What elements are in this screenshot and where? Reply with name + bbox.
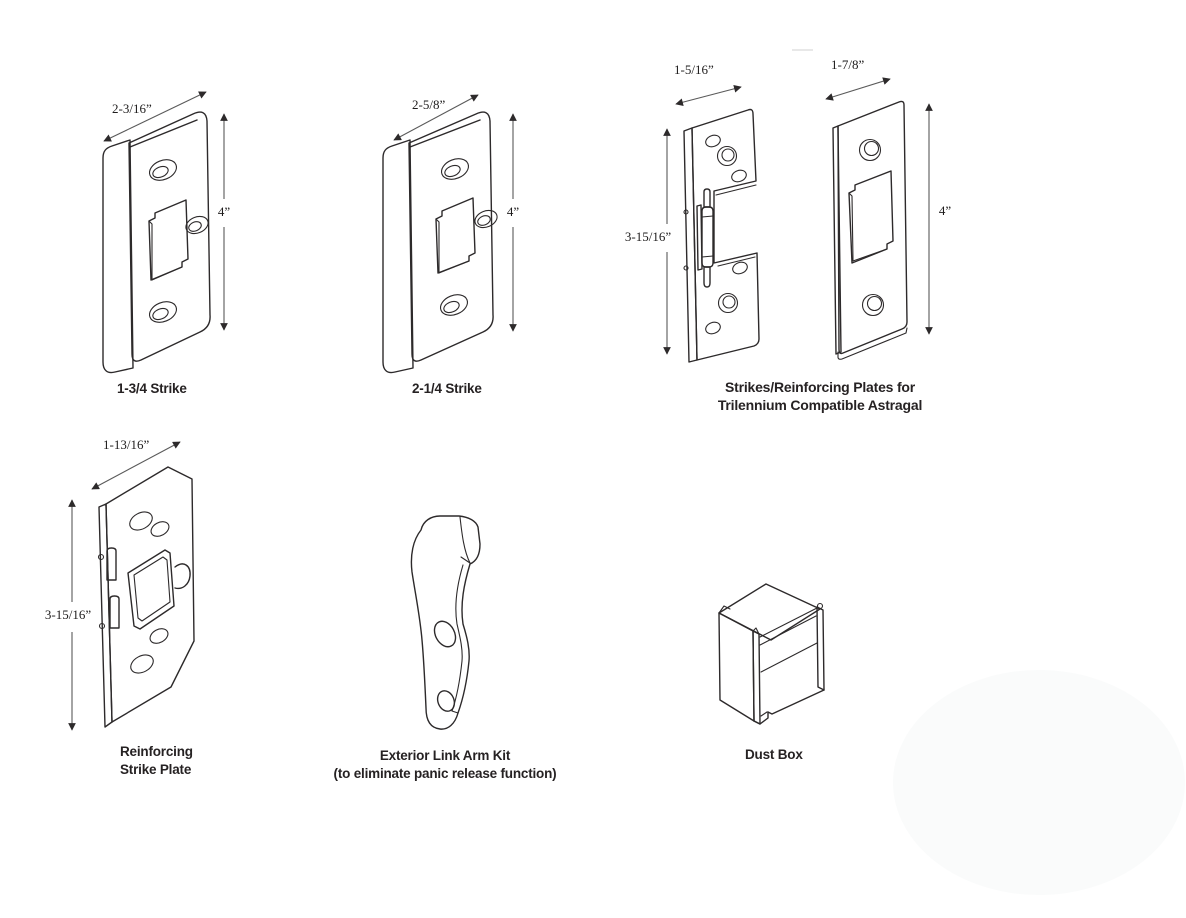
dim-width-strike-214: 2-5/8” [412,97,446,112]
astragal-right-plate-drawing [825,77,933,360]
strike-214-drawing [382,94,517,374]
dim-width-strike-134: 2-3/16” [112,101,152,116]
reinforcing-strike-plate-drawing [68,441,195,731]
caption-astragal: Strikes/Reinforcing Plates for Trilenniu… [670,379,970,414]
caption-reinforcing-line1: Reinforcing [120,744,193,759]
latch-pocket [97,547,191,630]
screw-holes [129,511,170,674]
caption-link-arm-line1: Exterior Link Arm Kit [379,748,511,763]
caption-astragal-line2: Trilennium Compatible Astragal [717,396,923,413]
caption-link-arm-line2: (to eliminate panic release function) [333,765,557,781]
dim-height-strike-134: 4” [217,204,231,219]
caption-link-arm: Exterior Link Arm Kit (to eliminate pani… [295,747,595,782]
caption-reinforcing-line2: Strike Plate [120,761,192,777]
faint-watermark-ellipse [893,670,1185,895]
link-arm-holes [433,620,457,712]
caption-strike-214: 2-1/4 Strike [412,381,482,396]
dim-height-reinforcing-plate: 3-15/16” [44,607,92,622]
dim-height-astragal-left: 3-15/16” [624,229,672,244]
dim-width-astragal-left: 1-5/16” [674,62,714,77]
astragal-left-plate-drawing [663,85,760,363]
dust-box-drawing [718,583,825,725]
caption-strike-134: 1-3/4 Strike [117,381,187,396]
dim-height-astragal-right: 4” [938,203,952,218]
dim-height-strike-214: 4” [506,204,520,219]
screw-holes [439,158,498,316]
hinge-barrel [683,188,714,288]
screw-holes [705,134,748,335]
exterior-link-arm-drawing [410,515,481,730]
dim-width-reinforcing-plate: 1-13/16” [103,437,150,452]
screw-holes [858,138,885,317]
caption-reinforcing-plate: Reinforcing Strike Plate [120,743,193,778]
strike-134-drawing [102,91,228,374]
screw-holes [148,159,209,323]
dim-width-astragal-right: 1-7/8” [831,57,865,72]
caption-dust-box: Dust Box [745,747,803,762]
caption-astragal-line1: Strikes/Reinforcing Plates for [724,379,916,395]
